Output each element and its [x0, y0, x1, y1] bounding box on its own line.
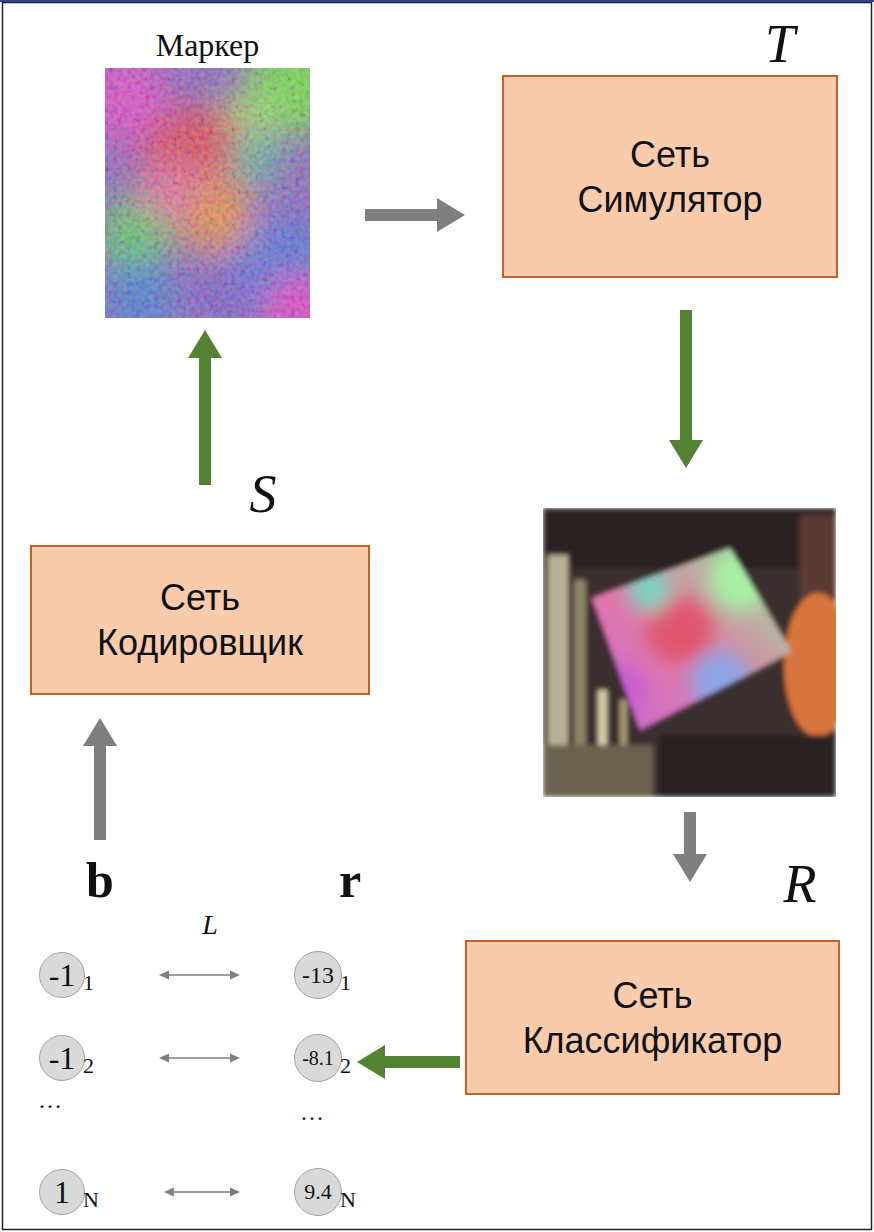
- connector-shaft: [168, 1057, 231, 1059]
- marker-image: [105, 68, 310, 318]
- ellipsis-mark: …: [300, 1099, 324, 1125]
- marker-image-frame: Маркер: [105, 68, 310, 318]
- vector-name: b: [86, 853, 114, 908]
- circle-value: -1: [49, 959, 76, 991]
- image-caption: Маркер: [156, 27, 260, 64]
- loss-name: L: [202, 910, 218, 941]
- index-subscript: 2: [83, 1055, 94, 1077]
- index-subscript: 2: [340, 1055, 351, 1077]
- page-frame: [3, 3, 872, 1230]
- arrow-head: [230, 1054, 240, 1063]
- index-subscript: 1: [83, 972, 94, 994]
- network-box: Сеть Кодировщик: [30, 545, 370, 695]
- circle-value: -13: [302, 963, 334, 987]
- box-label: Сеть Кодировщик: [97, 575, 303, 665]
- photo-image: [543, 508, 836, 797]
- circle-value: -8.1: [302, 1048, 334, 1068]
- arrow-head: [159, 971, 169, 980]
- network-box: Сеть Классификатор: [465, 940, 840, 1095]
- connector-shaft: [199, 357, 211, 485]
- arrow-head: [159, 1054, 169, 1063]
- connector-shaft: [365, 209, 438, 221]
- arrow-head: [188, 330, 222, 358]
- arrow-head: [437, 198, 465, 232]
- connector-arrow: [188, 330, 222, 485]
- connector-arrow: [357, 1045, 460, 1079]
- flow-arrow: [673, 812, 707, 882]
- connector-arrow: [159, 1054, 240, 1063]
- connector-shaft: [173, 1191, 231, 1193]
- index-subscript: 1: [340, 972, 351, 994]
- math-symbol: S: [250, 465, 277, 524]
- arrow-head: [357, 1045, 385, 1079]
- flow-arrow: [669, 310, 703, 468]
- ellipsis-mark: …: [38, 1087, 62, 1113]
- connector-shaft: [384, 1056, 460, 1068]
- network-box: Сеть Симулятор: [502, 75, 838, 278]
- value-circle: -131: [294, 951, 342, 999]
- index-subscript: N: [340, 1189, 356, 1211]
- circle-value: 9.4: [304, 1181, 332, 1203]
- box-label: Сеть Симулятор: [577, 132, 762, 222]
- flow-arrow: [83, 718, 117, 840]
- circle-value: -1: [49, 1042, 76, 1074]
- top-rule: [0, 0, 874, 2]
- arrow-head: [230, 1188, 240, 1197]
- math-symbol: T: [765, 15, 795, 74]
- index-subscript: N: [83, 1189, 99, 1211]
- connector-arrow: [365, 198, 465, 232]
- connector-arrow: [164, 1188, 240, 1197]
- math-symbol: R: [784, 855, 817, 914]
- connector-arrow: [159, 971, 240, 980]
- arrow-head: [230, 971, 240, 980]
- box-label: Сеть Классификатор: [523, 973, 783, 1063]
- value-circle: -11: [39, 952, 85, 998]
- value-circle: -8.12: [294, 1034, 342, 1082]
- value-circle: 9.4N: [294, 1168, 342, 1216]
- value-circle: 1N: [39, 1169, 85, 1215]
- vector-name: r: [339, 853, 361, 908]
- connector-shaft: [168, 974, 231, 976]
- value-circle: -12: [39, 1035, 85, 1081]
- circle-value: 1: [54, 1176, 70, 1208]
- arrow-head: [164, 1188, 174, 1197]
